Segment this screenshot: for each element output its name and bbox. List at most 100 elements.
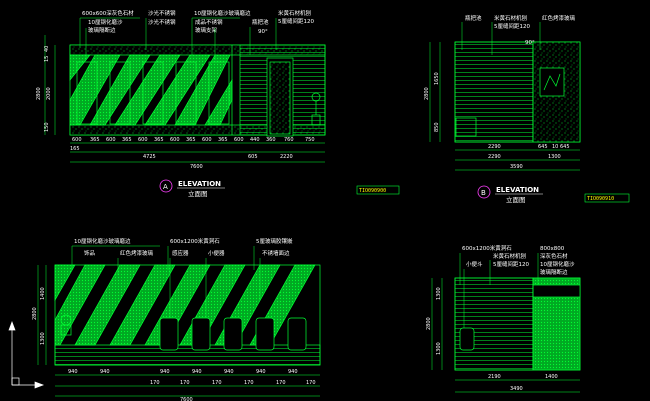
dim-b-total: 3590: [510, 164, 523, 170]
dim-c-1: 940: [100, 369, 110, 375]
dim-a-2-1: 4725: [143, 154, 156, 160]
callout-a-8: 米黄石材机刨: [278, 9, 312, 17]
elevation-b-logo-panel: [539, 67, 565, 97]
callout-c-3: 600x1200米黄洞石: [170, 237, 220, 245]
elevation-b: [454, 41, 581, 143]
elevation-a-leader-lines: [79, 17, 277, 60]
dim-b-1-2: 10: [552, 144, 558, 150]
elevation-b-leaders: [461, 22, 541, 55]
dim-b-1-0: 2290: [488, 144, 501, 150]
callout-c-6: 5厘玻璃胶镶嵌: [256, 237, 293, 245]
callout-d-7: 玻璃隔断边: [540, 268, 568, 276]
elevation-a-glass-hatch: [69, 54, 233, 126]
elevation-b-subtitle: 立面图: [506, 195, 526, 204]
dim-d-0: 2190: [488, 374, 501, 380]
elevation-c: [54, 264, 321, 366]
elevation-d-height-dims: 2800 1300 1300: [426, 278, 443, 370]
dim-a-1-14: 750: [305, 137, 315, 143]
callout-c-7: 不锈墙面边: [262, 249, 290, 257]
callout-d-6: 10厘钢化磨沙: [540, 260, 575, 268]
elevation-b-title: ELEVATION: [496, 186, 539, 194]
dim-c-2: 170: [150, 380, 160, 386]
dim-a-1-12: 360: [266, 137, 276, 143]
elevation-c-callouts: 10厘钢化磨沙玻璃磨边 饰品 红色烤漆玻璃 600x1200米黄洞石 感应器 小…: [74, 237, 293, 257]
dim-c-6: 170: [212, 380, 222, 386]
callout-a-1: 10厘钢化磨沙: [88, 18, 123, 26]
height-d-0: 2800: [426, 317, 432, 330]
dim-a-1-11: 440: [250, 137, 260, 143]
elevation-d-urinal: [459, 327, 475, 351]
callout-b-3: 红色烤漆玻璃: [542, 14, 576, 22]
elevation-b-height-dims: 2800 1650 850: [424, 42, 441, 142]
height-a-4: 2800: [36, 87, 42, 100]
elevation-d-top-box: [532, 284, 581, 298]
elevation-d-leaders: [459, 253, 539, 328]
dim-b-1-1: 645: [538, 144, 548, 150]
dim-b-2-0: 2290: [488, 154, 501, 160]
dim-a-1-0: 600: [72, 137, 82, 143]
callout-a-6: 玻璃支架: [195, 26, 218, 34]
elevation-a-callouts: 600x600深灰色石材 10厘钢化磨沙 玻璃隔断边 沙光不锈钢 10厘钢化磨沙…: [82, 9, 314, 35]
tag-b-box: [584, 193, 630, 203]
elevation-d-bottom-dims: 2190 1400 3490: [455, 374, 580, 393]
elevation-b-label: B ELEVATION 立面图 TIO090910: [477, 185, 630, 204]
callout-c-1: 饰品: [84, 249, 96, 257]
elevation-c-leaders: [71, 245, 261, 318]
height-a-2: 2000: [46, 87, 52, 100]
ucs-axis-icon: [8, 321, 44, 389]
callout-a-7: 瓶把池: [252, 18, 269, 26]
elevation-a-plant: [311, 92, 321, 126]
callout-a-3: 沙光不锈钢: [148, 9, 176, 17]
elevation-b-bottom-dims: 2290 645 10 645 2290 1300 3590: [455, 144, 580, 171]
dim-a-1-10: 600: [234, 137, 244, 143]
dim-a-1-9: 365: [218, 137, 228, 143]
height-c-1: 2800: [32, 307, 38, 320]
tag-a-box: [356, 185, 400, 195]
callout-d-5: 5厘缝间距120: [493, 260, 529, 268]
callout-b-2: 5厘缝间距120: [494, 22, 530, 30]
dim-a-1-2: 600: [106, 137, 116, 143]
callout-d-0: 600x1200米黄洞石: [462, 244, 512, 252]
callout-b-4: 90°: [525, 40, 535, 46]
elevation-a: [69, 44, 326, 137]
dim-d-total: 3490: [510, 386, 523, 392]
dim-a-2-0: 165: [70, 146, 80, 152]
dim-a-1-8: 600: [202, 137, 212, 143]
marker-a-letter: A: [163, 183, 168, 191]
height-c-2: 1300: [40, 332, 46, 345]
dim-c-10: 170: [276, 380, 286, 386]
elevation-c-bottom-dims: 940 940 170 940 170 940 170 940 170 940 …: [55, 369, 320, 401]
height-c-0: 1400: [40, 287, 46, 300]
elevation-c-height-dims: 1400 2800 1300: [32, 265, 47, 365]
callout-b-0: 瓶把池: [465, 14, 482, 22]
callout-d-1: 800x800: [540, 246, 565, 252]
elevation-b-callouts: 瓶把池 米黄石材机刨 5厘缝间距120 红色烤漆玻璃 90°: [465, 14, 576, 46]
height-b-0: 2800: [424, 87, 430, 100]
elevation-d: [454, 277, 581, 371]
callout-a-4: 10厘钢化磨沙玻璃磨边: [194, 9, 251, 17]
dim-b-2-1: 1300: [548, 154, 561, 160]
dim-c-4: 170: [180, 380, 190, 386]
tag-a-text: TIO090900: [359, 188, 386, 194]
callout-c-4: 感应器: [172, 249, 189, 257]
elevation-a-bottom-dims: 600 365 600 365 600 365 600 365 600 365 …: [70, 137, 325, 170]
dim-c-9: 940: [256, 369, 266, 375]
callout-a-0: 600x600深灰色石材: [82, 9, 134, 17]
dim-a-1-5: 365: [154, 137, 164, 143]
dim-a-2-2: 605: [248, 154, 258, 160]
dim-c-3: 940: [160, 369, 170, 375]
height-d-2: 1300: [436, 342, 442, 355]
dim-c-0: 940: [68, 369, 78, 375]
dim-a-1-3: 365: [122, 137, 132, 143]
elevation-b-striped: [454, 41, 534, 143]
callout-b-1: 米黄石材机刨: [494, 14, 528, 22]
callout-d-3: 小便斗: [466, 260, 483, 268]
callout-c-5: 小便器: [208, 249, 225, 257]
elevation-c-plant: [60, 314, 72, 336]
callout-a-10: 沙光不锈钢: [148, 18, 176, 26]
height-b-2: 850: [434, 122, 440, 132]
callout-a-2: 玻璃隔断边: [88, 26, 116, 34]
elevation-a-height-dims: 40 15 2000 150 2800: [36, 35, 56, 135]
elevation-a-subtitle: 立面图: [188, 189, 208, 198]
